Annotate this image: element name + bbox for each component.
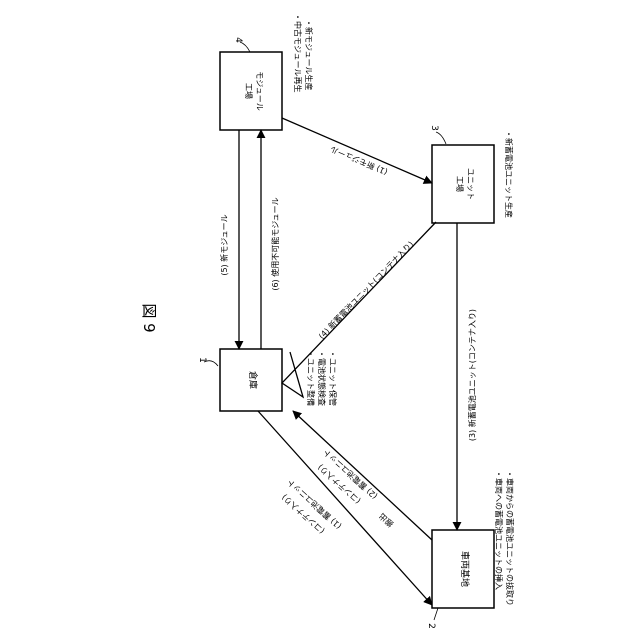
flow-4-label: (4) 新蓄電池ユニット(コンテナ入り) (316, 239, 415, 341)
flow-out-label: 搬出 (377, 511, 396, 529)
flow-2-arrow (258, 411, 432, 605)
warehouse-title: 倉庫 (247, 371, 259, 389)
warehouse-leader (204, 361, 218, 366)
module-factory-title-1: モジュール (255, 71, 264, 110)
unit-factory-note-1: ・新蓄電池ユニット生産 (504, 130, 514, 218)
module-factory-note-1: ・新モジュール生産 (304, 19, 314, 90)
vehicle-base-note-2: ・車両への蓄電池ユニットの挿入 (494, 470, 504, 590)
vehicle-base-note-1: ・車両からの蓄電池ユニットの抜取り (505, 470, 515, 606)
unit-factory-number: 3 (429, 125, 439, 131)
unit-factory-title-1: ユニット (466, 168, 475, 200)
figure-label: 図 9 (140, 303, 158, 332)
warehouse-note-1: ・ユニット保管 (328, 350, 338, 406)
warehouse-number: 1 (197, 357, 207, 363)
module-factory-leader (240, 42, 250, 52)
unit-factory-title-2: 工場 (455, 176, 465, 192)
vehicle-base-leader (434, 608, 438, 620)
warehouse-note-2: ・電池状態検査 (317, 350, 327, 406)
unit-factory-leader (436, 132, 446, 144)
module-factory-note-2: ・中古モジュール再生 (293, 13, 303, 92)
flow-3-label: (3) 新蓄電池ユニット(コンテナ入り) (467, 309, 477, 441)
warehouse-note-3: ・ユニット整備 (306, 350, 316, 406)
module-factory-title-2: 工場 (244, 83, 254, 99)
vehicle-base-title: 車両基地 (459, 551, 471, 587)
vehicle-base-number: 2 (426, 623, 436, 629)
flow-5-label: (5) 新モジュール (219, 214, 229, 275)
flow-6-label: (6) 使用不可能モジュール (270, 197, 280, 290)
flow-1-arrow (282, 118, 432, 183)
